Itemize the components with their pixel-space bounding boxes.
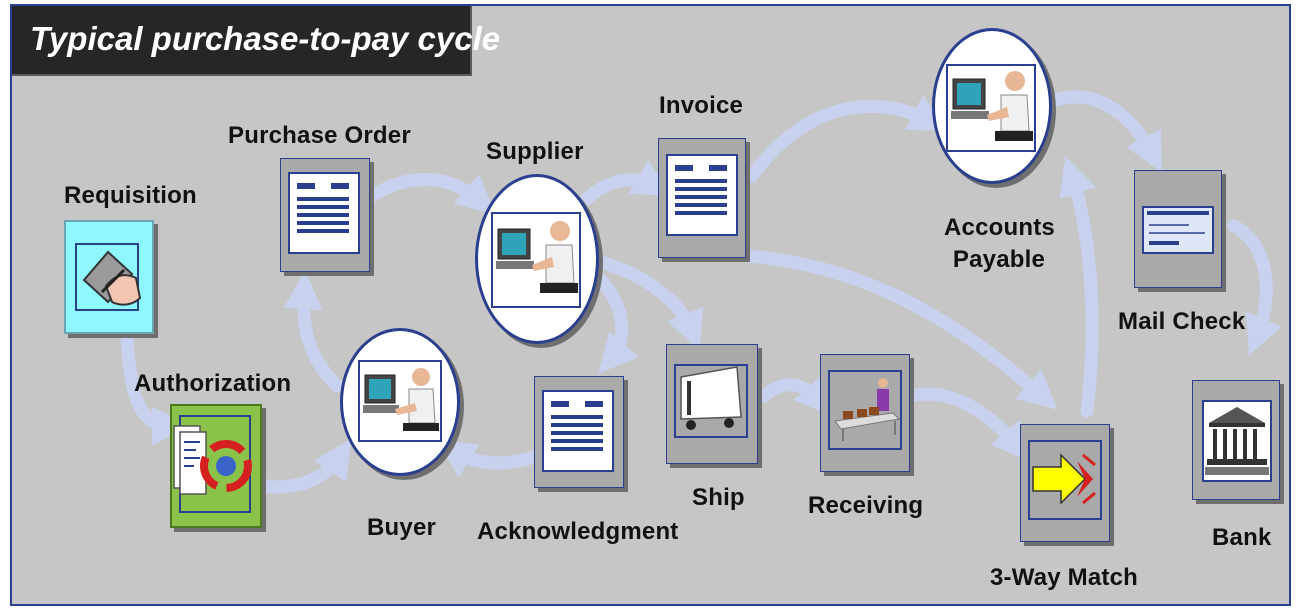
- person-at-computer-icon: [491, 212, 581, 308]
- label-authorization: Authorization: [134, 370, 292, 397]
- title-bar: Typical purchase-to-pay cycle: [12, 6, 500, 76]
- label-purchase-order: Purchase Order: [228, 122, 411, 149]
- diagram-canvas: Typical purchase-to-pay cycle Requisitio…: [10, 4, 1291, 606]
- approval-documents-icon: [173, 415, 252, 513]
- document-icon: [288, 172, 360, 254]
- ship-box: [666, 344, 758, 464]
- label-acknowledgment: Acknowledgment: [477, 518, 679, 545]
- document-icon: [666, 154, 738, 236]
- label-supplier: Supplier: [486, 138, 584, 165]
- label-invoice: Invoice: [659, 92, 744, 119]
- document-icon: [542, 390, 614, 472]
- requisition-box: [64, 220, 154, 334]
- buyer-oval: [340, 328, 460, 476]
- arrow-supplier-acknowledgment: [590, 269, 639, 374]
- person-at-computer-icon: [946, 64, 1036, 152]
- label-buyer: Buyer: [367, 514, 437, 541]
- arrow-mailcheck-bank: [1227, 219, 1283, 356]
- diagram-title: Typical purchase-to-pay cycle: [30, 20, 501, 57]
- label-bank: Bank: [1212, 524, 1272, 551]
- label-mail-check: Mail Check: [1118, 308, 1246, 335]
- invoice-box: [658, 138, 746, 258]
- supplier-oval: [475, 174, 599, 344]
- arrow-match-ap: [1059, 156, 1099, 418]
- bank-building-icon: [1202, 400, 1272, 482]
- mail-check-box: [1134, 170, 1222, 288]
- arrow-ship-receiving: [757, 374, 834, 417]
- label-receiving: Receiving: [808, 492, 924, 519]
- arrow-invoice-match: [740, 249, 1058, 410]
- bank-box: [1192, 380, 1280, 500]
- merge-arrow-icon: [1028, 440, 1102, 520]
- workers-loading-boxes-icon: [828, 370, 902, 450]
- label-ship: Ship: [692, 484, 745, 511]
- arrow-receiving-match: [905, 387, 1031, 462]
- acknowledgment-box: [534, 376, 624, 488]
- arrow-supplier-ship: [590, 254, 704, 351]
- arrow-purchase-order-supplier: [365, 173, 496, 215]
- arrow-buyer-purchase-order: [283, 270, 344, 393]
- arrow-requisition-authorization: [120, 329, 191, 446]
- arrow-supplier-invoice: [577, 159, 672, 208]
- authorization-box: [170, 404, 262, 528]
- arrow-invoice-ap: [745, 95, 949, 183]
- arrow-ap-mailcheck: [1045, 90, 1162, 173]
- receiving-box: [820, 354, 910, 472]
- arrow-authorization-buyer: [255, 438, 352, 494]
- accounts-payable-oval: [932, 28, 1052, 184]
- label-requisition: Requisition: [64, 182, 197, 209]
- label-three-way-match: 3-Way Match: [990, 564, 1139, 591]
- flow-arrows: [120, 90, 1283, 494]
- purchase-order-box: [280, 158, 370, 272]
- label-accounts-payable-line2: Payable: [952, 246, 1046, 273]
- label-accounts-payable-line1: Accounts: [944, 214, 1055, 241]
- truck-icon: [674, 364, 748, 438]
- hand-signing-icon: [75, 243, 142, 311]
- person-at-computer-icon: [358, 360, 442, 442]
- arrow-ack-buyer: [436, 439, 544, 478]
- three-way-match-box: [1020, 424, 1110, 542]
- check-icon: [1142, 206, 1214, 254]
